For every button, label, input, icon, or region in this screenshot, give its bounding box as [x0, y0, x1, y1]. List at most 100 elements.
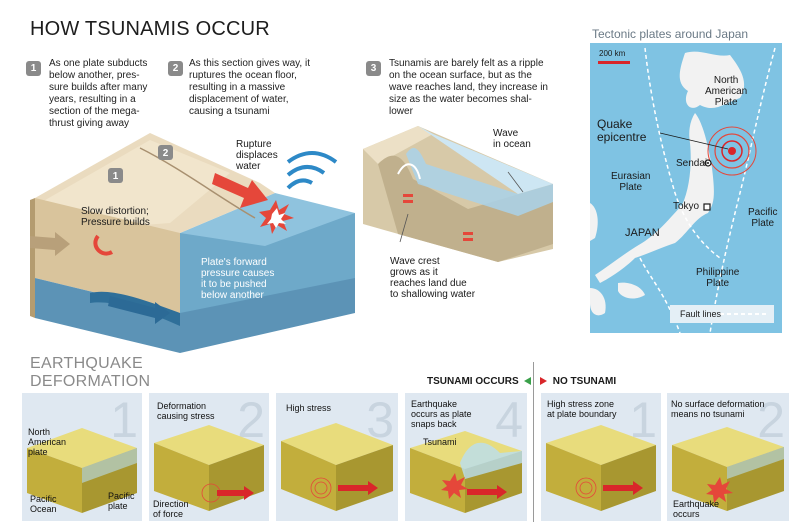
page-title: HOW TSUNAMIS OCCUR	[30, 18, 270, 40]
epicentre-ring-2	[721, 140, 743, 162]
panel-4-force-arrow	[467, 485, 507, 499]
epicentre-dot	[728, 147, 736, 155]
green-arrow-icon	[524, 377, 532, 386]
panel-4-label-b: Tsunami	[423, 437, 457, 447]
water-body	[406, 148, 553, 216]
panel-3-force-arrow	[338, 481, 378, 495]
diagram-badge-1-label: 1	[113, 171, 119, 182]
panel-1-left	[27, 448, 82, 513]
panel-6-top	[672, 427, 784, 467]
panel-4-number: 4	[495, 393, 523, 448]
fault-line-surface	[139, 147, 256, 219]
ocean-arrow-1	[463, 232, 473, 235]
shore-top	[363, 126, 433, 164]
push-arrow-left	[30, 232, 70, 256]
fault-line-pacific	[709, 47, 776, 333]
shikoku-island	[618, 282, 645, 299]
scale-bar	[598, 61, 630, 64]
scale-label: 200 km	[599, 49, 626, 58]
no-tsunami-legend: NO TSUNAMI	[540, 376, 616, 387]
sendai-label: Sendai	[676, 158, 708, 169]
honshu-island	[595, 113, 714, 283]
slow-distortion-label: Slow distortion;Pressure builds	[81, 206, 150, 228]
hokkaido-island	[679, 51, 745, 108]
map-title: Tectonic plates around Japan	[592, 27, 749, 41]
tokyo-label: Tokyo	[673, 201, 700, 212]
wave-crest-arrow-2	[403, 200, 413, 203]
panel-6-burst-icon	[706, 477, 733, 503]
panel-2-block	[154, 425, 264, 511]
diagram-badge-1	[108, 168, 123, 183]
wave-crest-outline	[397, 163, 421, 180]
red-arrow-icon	[540, 377, 547, 386]
panel-4-block	[410, 431, 522, 513]
panel-1-number: 1	[110, 393, 138, 448]
wave-ocean-leader	[507, 171, 524, 193]
japan-label: JAPAN	[625, 227, 660, 239]
epicentre-ring-3	[714, 133, 750, 169]
crest-leader	[399, 213, 409, 243]
wave-cross-section	[363, 126, 553, 262]
panel-1-block	[27, 428, 137, 513]
panel-4-burst-icon	[441, 473, 468, 499]
japan-tectonic-map	[590, 43, 782, 333]
wave-crest-arrow-1	[403, 194, 413, 197]
panel-3-block	[281, 423, 393, 511]
ocean-arrow-2	[463, 238, 473, 241]
panel-1-water	[82, 448, 137, 483]
displacement-arrow	[212, 173, 268, 208]
panel-5-right	[601, 445, 656, 511]
panel-3-stress-ring-outer	[310, 477, 332, 499]
subduction-block-diagram: 1 2	[30, 133, 355, 353]
panel-2-left	[154, 443, 209, 511]
panel-5-block	[546, 425, 656, 511]
block-left-edge	[30, 198, 35, 318]
panel-3-stress-ring-inner	[314, 481, 328, 495]
step-2-badge: 2	[168, 61, 183, 76]
wave-signal-arc-2	[286, 165, 326, 177]
panel-5-force-arrow	[603, 481, 643, 495]
tsunami-occurs-legend: TSUNAMI OCCURS	[427, 376, 532, 387]
wave-signal-arc-3	[286, 151, 338, 164]
epicentre-leader	[659, 132, 729, 150]
land-surface-highlight	[40, 140, 230, 233]
step-3-badge: 3	[366, 61, 381, 76]
panel-3-top	[281, 423, 393, 465]
panel-3-right	[336, 445, 393, 511]
pacific-plate-face	[35, 278, 355, 353]
panel-5-number: 1	[629, 393, 657, 448]
fault-line-eurasian	[644, 47, 721, 259]
tokyo-marker	[703, 203, 711, 211]
panel-5-stress-ring-outer	[575, 477, 597, 499]
slow-distortion-arrow	[93, 234, 114, 256]
plate-motion-arrow	[108, 296, 170, 324]
sendai-marker-core	[707, 162, 709, 164]
korea-edge	[590, 203, 598, 241]
rupture-burst-core	[267, 208, 286, 228]
